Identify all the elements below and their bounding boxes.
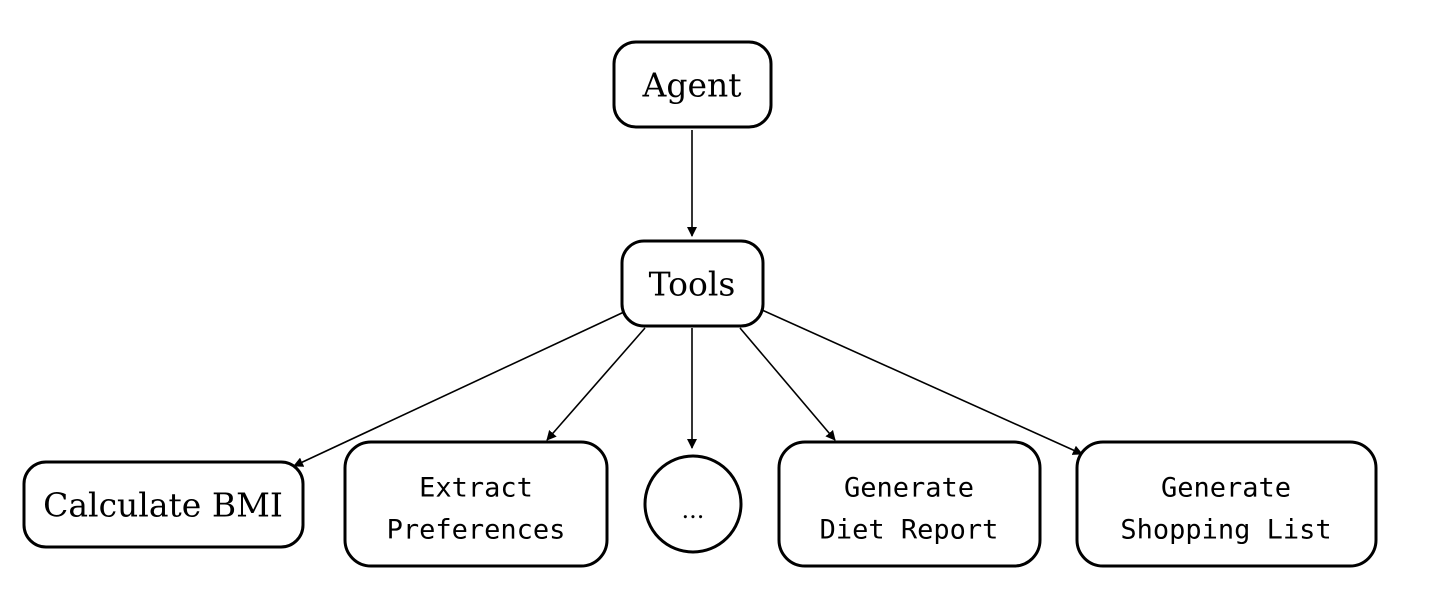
extract-preferences-node: Extract Preferences: [343, 440, 609, 568]
calculate-bmi-label: Calculate BMI: [43, 486, 283, 525]
generate-shopping-list-node: Generate Shopping List: [1075, 440, 1378, 568]
tools-node: Tools: [620, 239, 765, 328]
agent-node: Agent: [612, 40, 773, 129]
edge-tools-to-extract-preferences: [546, 327, 646, 441]
extract-preferences-label-line1: Extract: [419, 473, 533, 504]
tools-label: Tools: [649, 265, 736, 304]
more-tools-label: ...: [682, 496, 705, 524]
generate-diet-report-label-line2: Diet Report: [820, 515, 999, 546]
generate-diet-report-label-line1: Generate: [844, 473, 974, 504]
agent-label: Agent: [642, 66, 742, 105]
more-tools-node: ...: [643, 454, 743, 554]
calculate-bmi-node: Calculate BMI: [22, 460, 305, 549]
generate-diet-report-node: Generate Diet Report: [777, 440, 1042, 568]
edge-tools-to-calculate-bmi: [293, 311, 625, 467]
edge-tools-to-generate-shopping-list: [761, 309, 1083, 455]
generate-shopping-list-label-line2: Shopping List: [1120, 515, 1331, 546]
generate-shopping-list-label-line1: Generate: [1161, 473, 1291, 504]
extract-preferences-label-line2: Preferences: [387, 515, 566, 546]
edge-tools-to-generate-diet-report: [739, 327, 836, 441]
